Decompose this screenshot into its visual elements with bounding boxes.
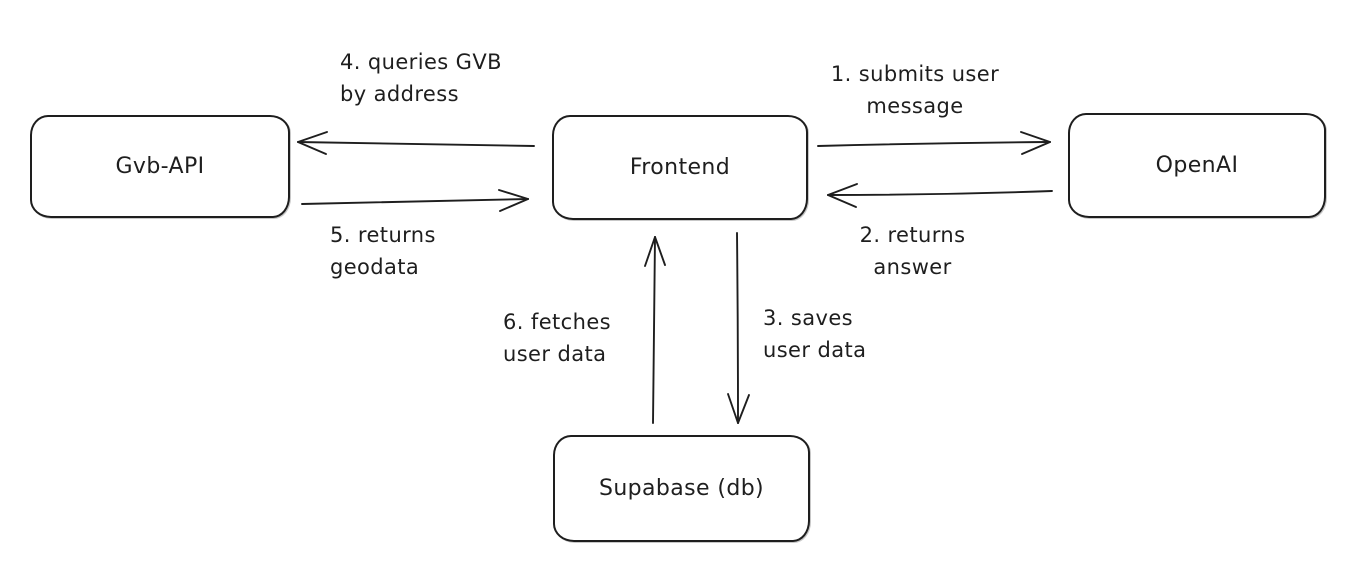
arrow-frontend-to-gvb bbox=[297, 131, 535, 155]
edge-label-returns-answer: 2. returns answer bbox=[859, 223, 966, 279]
node-gvb-api: Gvb-API bbox=[30, 115, 290, 218]
edge-label-fetches-user-data: 6. fetches user data bbox=[503, 310, 611, 366]
node-frontend-label: Frontend bbox=[629, 155, 731, 180]
node-frontend: Frontend bbox=[552, 115, 808, 220]
node-openai: OpenAI bbox=[1068, 113, 1326, 218]
edge-label-returns-geodata: 5. returns geodata bbox=[330, 223, 436, 279]
arrow-frontend-to-openai bbox=[817, 131, 1051, 155]
node-openai-label: OpenAI bbox=[1155, 153, 1239, 178]
arrow-frontend-to-supabase bbox=[727, 232, 750, 424]
node-gvb-api-label: Gvb-API bbox=[115, 154, 205, 179]
edge-label-submits-user-message: 1. submits user message bbox=[830, 62, 1000, 118]
arrow-gvb-to-frontend bbox=[301, 189, 529, 212]
arrow-supabase-to-frontend bbox=[644, 236, 666, 424]
node-supabase-label: Supabase (db) bbox=[598, 476, 765, 501]
edge-label-queries-gvb-by-address: 4. queries GVB by address bbox=[340, 50, 502, 106]
edge-label-saves-user-data: 3. saves user data bbox=[763, 306, 867, 362]
node-supabase: Supabase (db) bbox=[553, 435, 810, 542]
arrow-openai-to-frontend bbox=[827, 183, 1053, 208]
